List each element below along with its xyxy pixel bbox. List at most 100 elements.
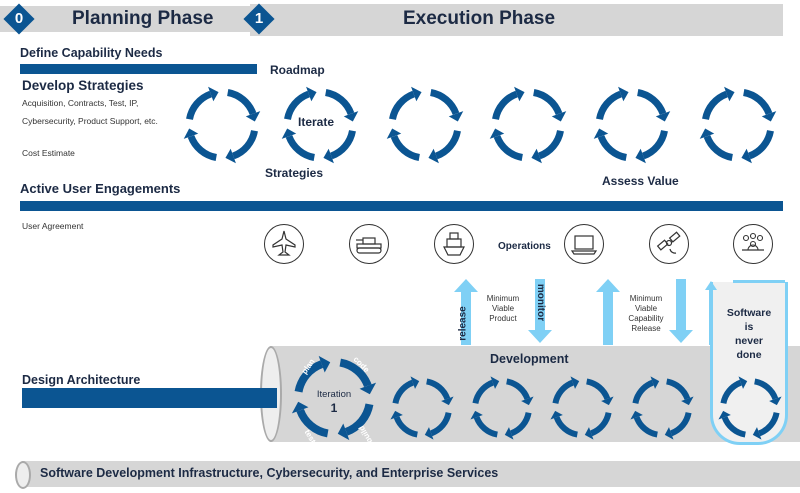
cycle-arc bbox=[492, 90, 519, 121]
cycle-arrowhead bbox=[490, 376, 500, 389]
cycle-arc bbox=[552, 379, 574, 405]
cycle-arrowhead bbox=[741, 148, 752, 164]
iteration-label: Iteration bbox=[316, 389, 352, 400]
mvp-line-1: Minimum bbox=[486, 294, 520, 303]
cycle-arrowhead bbox=[411, 86, 422, 102]
cycle-arrowhead bbox=[514, 86, 525, 102]
cycle-arrowhead bbox=[390, 410, 403, 420]
cycle-arc bbox=[390, 134, 421, 161]
cycle-arc bbox=[324, 89, 355, 116]
top-cycle-6 bbox=[699, 86, 777, 164]
cycle-arrowhead bbox=[769, 396, 782, 406]
cycle-arc bbox=[537, 129, 564, 160]
cycle-arc bbox=[344, 403, 374, 436]
top-cycle-1 bbox=[183, 86, 261, 164]
dev-cycle-6 bbox=[718, 376, 782, 440]
cycle-arrowhead bbox=[593, 128, 609, 139]
dev-cycle-4 bbox=[550, 376, 614, 440]
cycle-arc bbox=[434, 129, 461, 160]
cycle-arrowhead bbox=[618, 86, 629, 102]
laptop-icon bbox=[564, 224, 604, 264]
monitor-arrow bbox=[528, 279, 552, 343]
cycle-arc bbox=[472, 379, 494, 405]
cycle-arc bbox=[493, 134, 524, 161]
release-arrow bbox=[454, 279, 478, 345]
planning-phase-title: Planning Phase bbox=[72, 8, 214, 29]
cycle-arc bbox=[339, 358, 372, 388]
define-needs-bar bbox=[20, 64, 257, 74]
cycle-arrowhead bbox=[699, 128, 715, 139]
cycle-arc bbox=[532, 89, 563, 116]
cycle-arrowhead bbox=[281, 128, 297, 139]
cycle-arc bbox=[742, 89, 773, 116]
assess-value-label: Assess Value bbox=[602, 174, 679, 188]
cycle-arrowhead bbox=[428, 148, 439, 164]
top-cycle-3 bbox=[386, 86, 464, 164]
cycle-arc bbox=[632, 379, 654, 405]
cycle-arrowhead bbox=[550, 410, 563, 420]
cycle-arrowhead bbox=[489, 128, 505, 139]
cycle-arc bbox=[596, 90, 623, 121]
cycle-arc bbox=[393, 416, 419, 438]
mvcr-line-1: Minimum bbox=[629, 294, 663, 303]
cycle-arc bbox=[296, 408, 329, 438]
cycle-arrowhead bbox=[359, 382, 377, 395]
never-done-up-arrow bbox=[705, 281, 717, 345]
cycle-arc bbox=[585, 378, 611, 400]
mvp-line-2: Viable bbox=[491, 304, 515, 313]
cycle-arrowhead bbox=[650, 376, 660, 389]
cycle-arc bbox=[597, 134, 628, 161]
mvcr-line-3: Capability bbox=[628, 314, 664, 323]
infrastructure-pipe-end bbox=[15, 461, 31, 489]
cycle-arrowhead bbox=[584, 427, 594, 440]
planning-phase-bar bbox=[0, 6, 250, 32]
development-label: Development bbox=[490, 352, 569, 366]
dev-cycle-3 bbox=[470, 376, 534, 440]
cycle-arc bbox=[429, 89, 460, 116]
cycle-arrowhead bbox=[570, 376, 580, 389]
cycle-arrowhead bbox=[504, 427, 514, 440]
cycle-arrowhead bbox=[337, 423, 350, 441]
never-done-text: Software is never done bbox=[713, 306, 785, 362]
strategies-label: Strategies bbox=[265, 166, 324, 180]
cycle-arrowhead bbox=[245, 111, 261, 122]
cycle-arrowhead bbox=[448, 111, 464, 122]
mvcr-down-arrow bbox=[669, 279, 693, 343]
cycle-arc bbox=[753, 378, 779, 400]
cycle-arc bbox=[590, 411, 612, 437]
cycle-arrowhead bbox=[718, 410, 731, 420]
iterate-label: Iterate bbox=[298, 115, 335, 129]
cycle-arc bbox=[633, 416, 659, 438]
cycle-arrowhead bbox=[738, 376, 748, 389]
cycle-arc bbox=[473, 416, 499, 438]
cycle-arrowhead bbox=[470, 410, 483, 420]
cycle-arrowhead bbox=[410, 376, 420, 389]
design-architecture-bar bbox=[22, 388, 277, 408]
never-done-line-1: Software bbox=[726, 307, 772, 319]
never-done-line-2: is bbox=[744, 321, 754, 333]
cycle-arrowhead bbox=[761, 111, 777, 122]
active-user-engagements: Active User Engagements bbox=[20, 181, 181, 196]
operations-label: Operations bbox=[498, 241, 551, 252]
cycle-arc bbox=[186, 90, 213, 121]
never-done-top-line bbox=[733, 280, 785, 283]
user-agreement: User Agreement bbox=[22, 221, 84, 231]
mvp-line-3: Product bbox=[489, 314, 517, 323]
mvcr-line-4: Release bbox=[631, 324, 661, 333]
cycle-arrowhead bbox=[306, 86, 317, 102]
cycle-arrowhead bbox=[208, 86, 219, 102]
define-capability-needs: Define Capability Needs bbox=[20, 46, 163, 60]
cycle-arc bbox=[294, 360, 324, 393]
top-cycle-4 bbox=[489, 86, 567, 164]
iteration-step-test: test bbox=[302, 428, 318, 445]
cycle-arrowhead bbox=[531, 148, 542, 164]
cycle-arc bbox=[553, 416, 579, 438]
iteration-number: 1 bbox=[330, 401, 338, 415]
cycle-arrowhead bbox=[655, 111, 671, 122]
cycle-arrowhead bbox=[635, 148, 646, 164]
cycle-arrowhead bbox=[601, 396, 614, 406]
cycle-arc bbox=[641, 129, 668, 160]
cycle-arrowhead bbox=[225, 148, 236, 164]
cost-estimate: Cost Estimate bbox=[22, 148, 75, 158]
